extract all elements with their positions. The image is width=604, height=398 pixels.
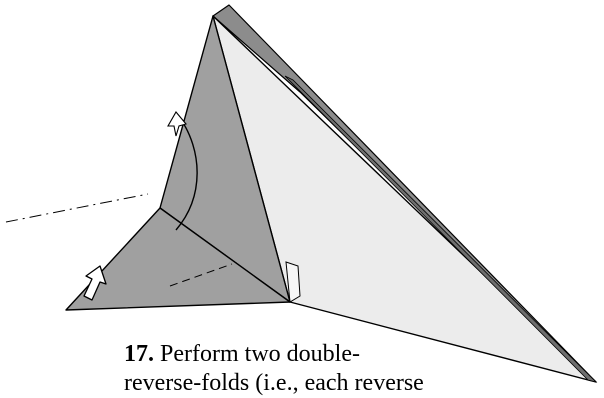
curved-fold-arrow-icon [167,111,198,231]
caption-text-1: Perform two double- [160,341,360,367]
valley-fold-line [5,193,149,223]
base-strip [285,261,301,303]
step-caption: 17. Perform two double- reverse-folds (i… [124,340,544,398]
step-number: 17. [124,341,154,367]
caption-line-1: 17. Perform two double- [124,340,544,369]
caption-line-2: reverse-folds (i.e., each reverse [124,370,424,396]
lower-dark-flap [65,207,291,311]
hidden-fold-line [169,263,233,287]
inner-sliver [284,75,598,383]
hollow-arrow-icon [83,265,107,301]
